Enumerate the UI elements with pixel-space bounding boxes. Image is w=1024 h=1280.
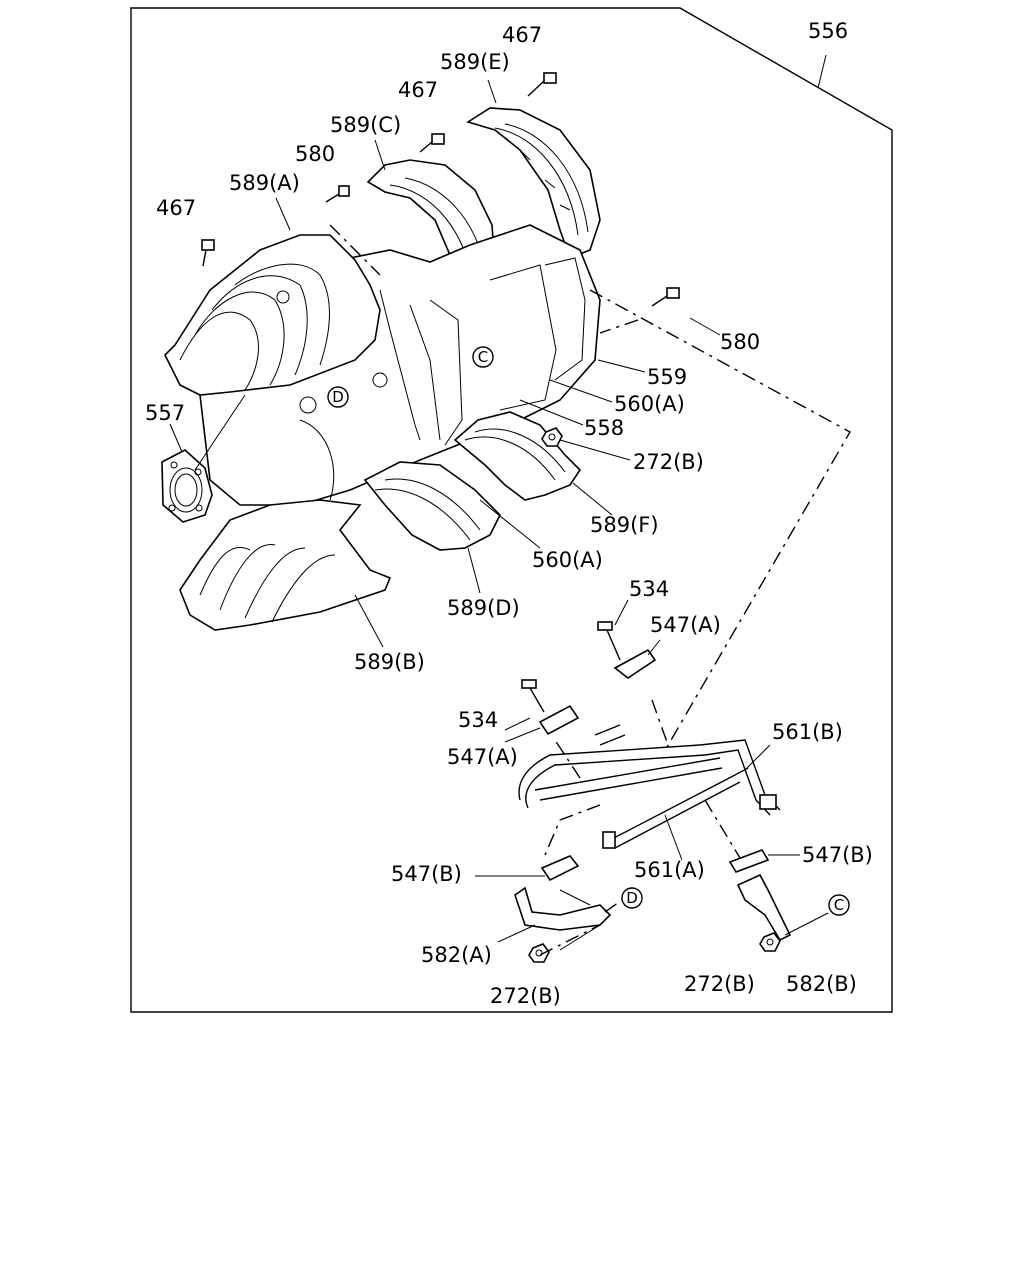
assembly-line-5 (554, 739, 581, 779)
callout-580-a: 580 (295, 142, 335, 166)
callout-589b: 589(B) (354, 650, 425, 674)
assembly-line-2 (599, 319, 639, 334)
callout-560a-2: 560(A) (532, 548, 603, 572)
callout-589d: 589(D) (447, 596, 520, 620)
callout-557: 557 (145, 401, 185, 425)
callout-272b-2: 272(B) (490, 984, 561, 1008)
callout-561a: 561(A) (634, 858, 705, 882)
callout-534-b: 534 (458, 708, 498, 732)
heat-shield-589e (466, 107, 601, 260)
heat-shield-589f (453, 411, 582, 501)
nut-272b-c (759, 932, 781, 952)
marker-d-upper: D (327, 386, 349, 408)
clamp-547a-a (613, 648, 657, 679)
callout-547b-2: 547(B) (802, 843, 873, 867)
svg-text:C: C (478, 348, 488, 366)
bracket-582a (514, 886, 612, 931)
callout-272b-3: 272(B) (684, 972, 755, 996)
callout-467-c: 467 (156, 196, 196, 220)
svg-text:D: D (626, 889, 638, 907)
diagram-frame (130, 7, 893, 1013)
callout-582a: 582(A) (421, 943, 492, 967)
sensor-pipe-561 (518, 724, 781, 849)
nut-272b-a (541, 427, 563, 447)
assembly-line-9 (604, 899, 623, 913)
callout-547b-1: 547(B) (391, 862, 462, 886)
clamp-547b-a (540, 855, 580, 882)
callout-467-a: 467 (502, 23, 542, 47)
callout-561b: 561(B) (772, 720, 843, 744)
callout-580-b: 580 (720, 330, 760, 354)
assembly-line-4 (651, 699, 669, 746)
assembly-line-7 (704, 799, 741, 859)
marker-c-upper: C (472, 346, 494, 368)
clamp-547b-b (728, 849, 770, 873)
bolt-534-b (521, 679, 545, 713)
heat-shield-589b (179, 499, 392, 631)
bolt-467-b (419, 133, 445, 153)
clamp-547a-b (538, 704, 580, 736)
heat-shield-589d (363, 461, 501, 551)
callout-589f: 589(F) (590, 513, 659, 537)
assembly-line-3 (329, 224, 381, 276)
svg-text:C: C (834, 896, 844, 914)
callout-558: 558 (584, 416, 624, 440)
callout-582b: 582(B) (786, 972, 857, 996)
assembly-line-1 (589, 289, 851, 748)
leader-lines (169, 54, 829, 951)
callout-589c: 589(C) (330, 113, 401, 137)
callout-560a-1: 560(A) (614, 392, 685, 416)
bolt-467-c (201, 239, 215, 267)
bolt-534-a (597, 621, 621, 661)
callout-547a-1: 547(A) (650, 613, 721, 637)
callout-272b-1: 272(B) (633, 450, 704, 474)
callout-556: 556 (808, 19, 848, 43)
assembly-line-8 (539, 924, 601, 956)
callout-559: 559 (647, 365, 687, 389)
bracket-582b (736, 873, 792, 942)
callout-534-a: 534 (629, 577, 669, 601)
inlet-flange-557 (161, 449, 213, 523)
callout-589e: 589(E) (440, 50, 510, 74)
callout-589a: 589(A) (229, 171, 300, 195)
heat-shield-589a (164, 234, 381, 396)
callout-467-b: 467 (398, 78, 438, 102)
bolt-580-b (651, 287, 680, 307)
svg-text:D: D (332, 388, 344, 406)
bolt-580-a (325, 185, 350, 203)
assembly-line-6 (544, 804, 601, 856)
marker-d-lower: D (621, 887, 643, 909)
bolt-467-a (527, 72, 557, 97)
nut-272b-b (528, 943, 550, 963)
marker-c-lower: C (828, 894, 850, 916)
callout-547a-2: 547(A) (447, 745, 518, 769)
